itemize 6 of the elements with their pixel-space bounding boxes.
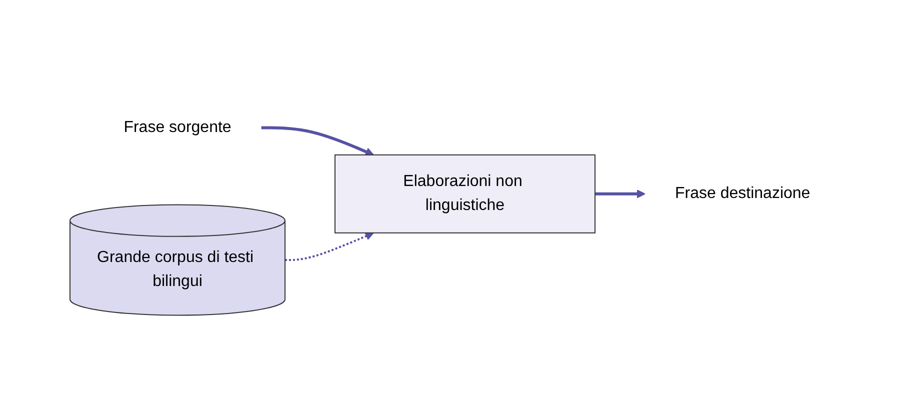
arrow xyxy=(595,190,646,198)
node-text: Frase sorgente xyxy=(124,118,232,136)
node-text: Frase destinazione xyxy=(675,184,811,202)
arrow xyxy=(262,126,374,156)
node-box: Elaborazioni non linguistiche xyxy=(334,154,596,234)
arrow xyxy=(285,232,374,261)
